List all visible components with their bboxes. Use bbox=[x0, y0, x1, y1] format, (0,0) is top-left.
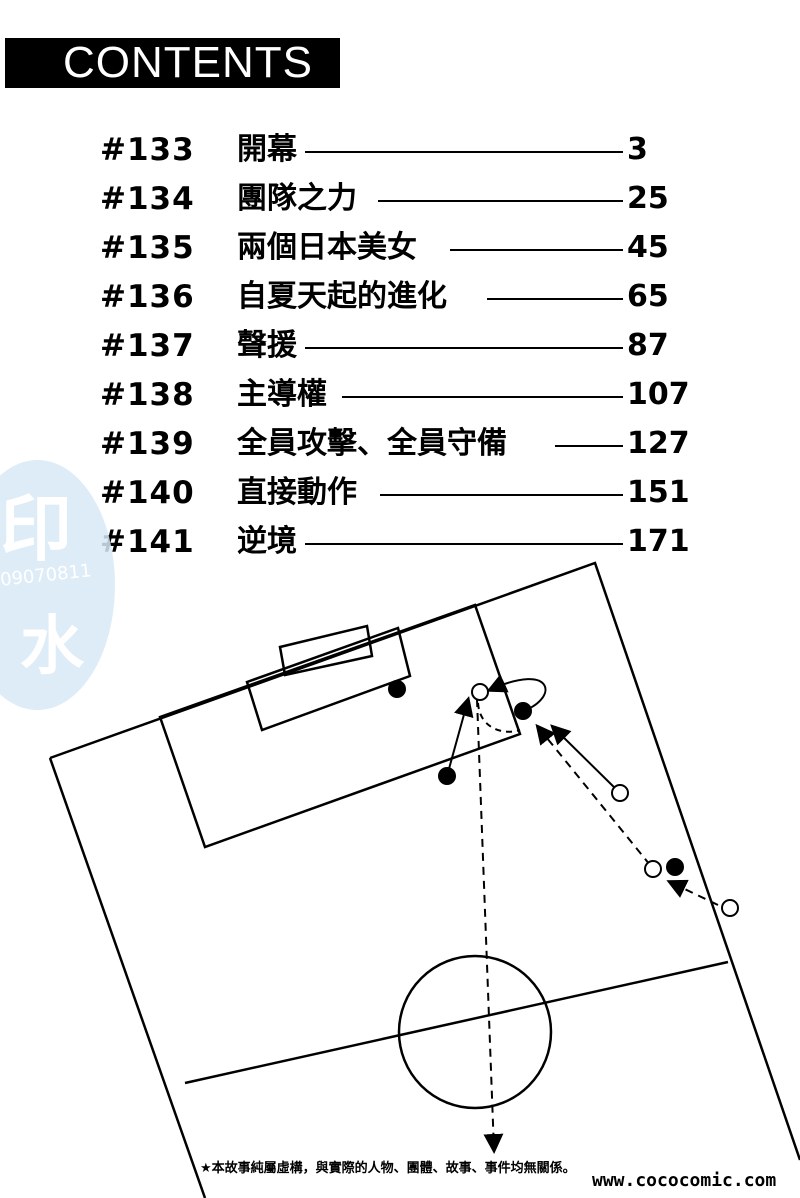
leader-line bbox=[555, 445, 623, 447]
run-arrow bbox=[550, 724, 621, 794]
toc-row-141[interactable]: #141 逆境 171 bbox=[0, 522, 800, 562]
penalty-area bbox=[158, 603, 522, 849]
leader-line bbox=[305, 151, 623, 153]
chapter-number: #139 bbox=[100, 426, 195, 462]
chapter-title: 主導權 bbox=[237, 377, 327, 412]
chapter-title: 逆境 bbox=[237, 524, 297, 559]
toc-row-139[interactable]: #139 全員攻擊、全員守備 127 bbox=[0, 424, 800, 464]
chapter-number: #134 bbox=[100, 181, 195, 217]
page-number: 87 bbox=[627, 328, 669, 363]
toc-row-134[interactable]: #134 團隊之力 25 bbox=[0, 179, 800, 219]
chapter-title: 直接動作 bbox=[237, 475, 357, 510]
page-number: 107 bbox=[627, 377, 690, 412]
page-number: 45 bbox=[627, 230, 669, 265]
page-number: 171 bbox=[627, 524, 690, 559]
toc-row-135[interactable]: #135 兩個日本美女 45 bbox=[0, 228, 800, 268]
defender-marker bbox=[514, 702, 532, 720]
site-watermark: www.cococomic.com bbox=[588, 1170, 781, 1191]
leader-line bbox=[305, 347, 623, 349]
defender-marker bbox=[388, 680, 406, 698]
toc-row-137[interactable]: #137 聲援 87 bbox=[0, 326, 800, 366]
chapter-number: #133 bbox=[100, 132, 195, 168]
field-left-touchline bbox=[48, 757, 207, 1198]
attacker-marker bbox=[611, 784, 629, 802]
attacker-marker bbox=[721, 899, 739, 917]
chapter-title: 聲援 bbox=[237, 328, 297, 363]
defender-marker bbox=[666, 858, 684, 876]
run-arrow bbox=[486, 674, 547, 713]
chapter-title: 自夏天起的進化 bbox=[237, 279, 447, 314]
leader-line bbox=[305, 543, 623, 545]
toc-row-140[interactable]: #140 直接動作 151 bbox=[0, 473, 800, 513]
contents-title: CONTENTS bbox=[5, 38, 340, 88]
chapter-number: #137 bbox=[100, 328, 195, 364]
pass-arrow bbox=[535, 723, 651, 866]
chapter-title: 開幕 bbox=[237, 132, 297, 167]
chapter-title: 兩個日本美女 bbox=[237, 230, 417, 265]
run-arrow bbox=[446, 696, 474, 777]
toc-row-138[interactable]: #138 主導權 107 bbox=[0, 375, 800, 415]
page-number: 25 bbox=[627, 181, 669, 216]
watermark-text: 水 bbox=[20, 610, 84, 684]
defender-marker bbox=[438, 767, 456, 785]
chapter-number: #141 bbox=[100, 524, 195, 560]
page-number: 127 bbox=[627, 426, 690, 461]
leader-line bbox=[450, 249, 623, 251]
chapter-number: #135 bbox=[100, 230, 195, 266]
page-number: 65 bbox=[627, 279, 669, 314]
goal bbox=[278, 624, 374, 677]
halfway-line bbox=[184, 960, 729, 1085]
chapter-number: #140 bbox=[100, 475, 195, 511]
attacker-marker bbox=[471, 683, 489, 701]
toc-row-136[interactable]: #136 自夏天起的進化 65 bbox=[0, 277, 800, 317]
leader-line bbox=[342, 396, 623, 398]
pass-arrow bbox=[476, 698, 504, 1154]
leader-line bbox=[380, 494, 623, 496]
watermark-text: 印 bbox=[0, 487, 73, 571]
page-number: 151 bbox=[627, 475, 690, 510]
chapter-title: 全員攻擊、全員守備 bbox=[237, 426, 507, 461]
center-circle bbox=[397, 954, 553, 1110]
page-number: 3 bbox=[627, 132, 648, 167]
attacker-marker bbox=[644, 860, 662, 878]
chapter-number: #138 bbox=[100, 377, 195, 413]
toc-row-133[interactable]: #133 開幕 3 bbox=[0, 130, 800, 170]
pass-arrow bbox=[666, 879, 719, 906]
chapter-number: #136 bbox=[100, 279, 195, 315]
goal-area bbox=[245, 626, 412, 732]
chapter-title: 團隊之力 bbox=[237, 181, 357, 216]
field-outline bbox=[49, 561, 800, 1161]
disclaimer-text: ★本故事純屬虛構，與實際的人物、團體、故事、事件均無關係。 bbox=[200, 1161, 576, 1176]
leader-line bbox=[487, 298, 623, 300]
leader-line bbox=[378, 200, 623, 202]
